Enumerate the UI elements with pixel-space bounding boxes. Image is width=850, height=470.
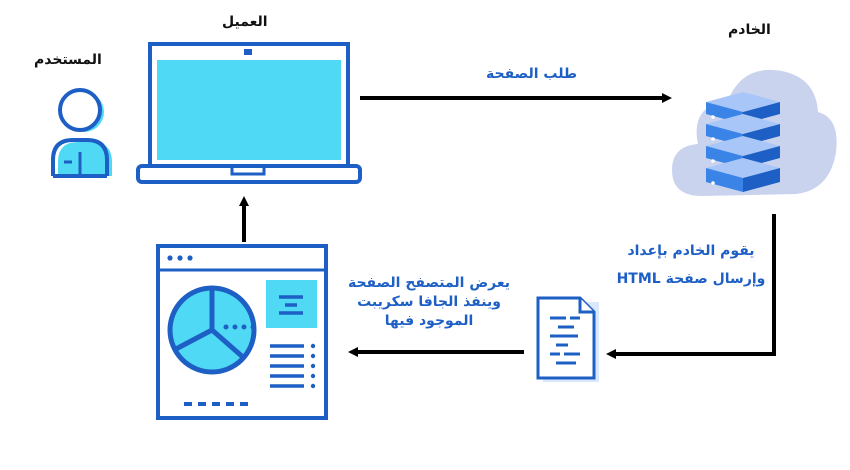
server-cloud-icon — [672, 69, 837, 196]
label-browser-render: يعرض المتصفح الصفحة وينفذ الجافا سكريبت … — [346, 274, 512, 331]
label-server-line1: يقوم الخادم بإعداد — [627, 243, 755, 259]
label-user: المستخدم — [34, 52, 102, 68]
arrow-server-to-document — [606, 214, 776, 359]
label-client: العميل — [222, 14, 268, 30]
label-browser-line3: الموجود فيها — [384, 313, 474, 329]
browser-window-icon — [156, 244, 328, 420]
pie-chart-icon — [167, 285, 257, 375]
label-server-line2: وإرسال صفحة HTML — [616, 271, 766, 287]
label-server-prepare: يقوم الخادم بإعداد وإرسال صفحة HTML — [616, 242, 766, 289]
laptop-icon — [136, 42, 362, 184]
html-document-icon — [536, 296, 599, 382]
label-server: الخادم — [728, 22, 771, 38]
label-browser-line1: يعرض المتصفح الصفحة — [347, 275, 511, 291]
user-icon — [51, 88, 112, 178]
label-request: طلب الصفحة — [486, 66, 578, 82]
label-browser-line2: وينفذ الجافا سكريبت — [357, 294, 501, 310]
